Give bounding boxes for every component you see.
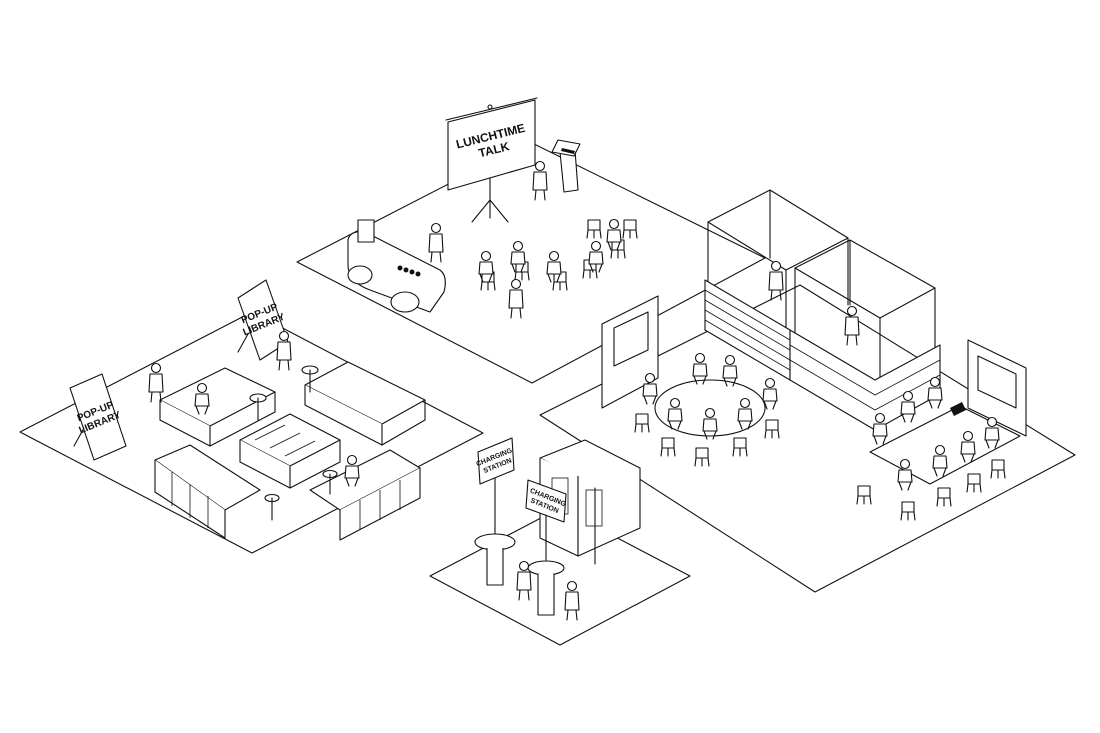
audience-people [478, 218, 622, 319]
phone-booth-right [789, 239, 941, 431]
library-side-tables [249, 365, 338, 521]
speaker-person [532, 160, 548, 201]
wall-screen-right [967, 339, 1027, 437]
floor-plate-charging-station [429, 507, 691, 646]
barista-person [428, 222, 444, 263]
projector-screen [445, 97, 538, 223]
popup-library-sign-left: POP-UP LIBRARY [69, 373, 127, 461]
book-cart-table [239, 413, 341, 489]
long-meeting-table [856, 376, 1021, 521]
charging-sign-left: CHARGING STATION [474, 437, 516, 586]
round-meeting-table [634, 352, 780, 467]
floor-plate-popup-library [19, 311, 484, 554]
bookshelf-front-right [309, 449, 421, 541]
wall-screen-left [601, 295, 659, 409]
bookshelf-front-left [154, 444, 261, 539]
charging-sign-right: CHARGING STATION [525, 479, 567, 616]
library-sofa-left [159, 367, 276, 447]
speaker-podium [551, 139, 581, 193]
popup-library-sign-right: POP-UP LIBRARY [237, 279, 289, 361]
coffee-cart [347, 219, 446, 313]
vending-machines [539, 439, 641, 565]
library-sofa-right [304, 361, 426, 446]
